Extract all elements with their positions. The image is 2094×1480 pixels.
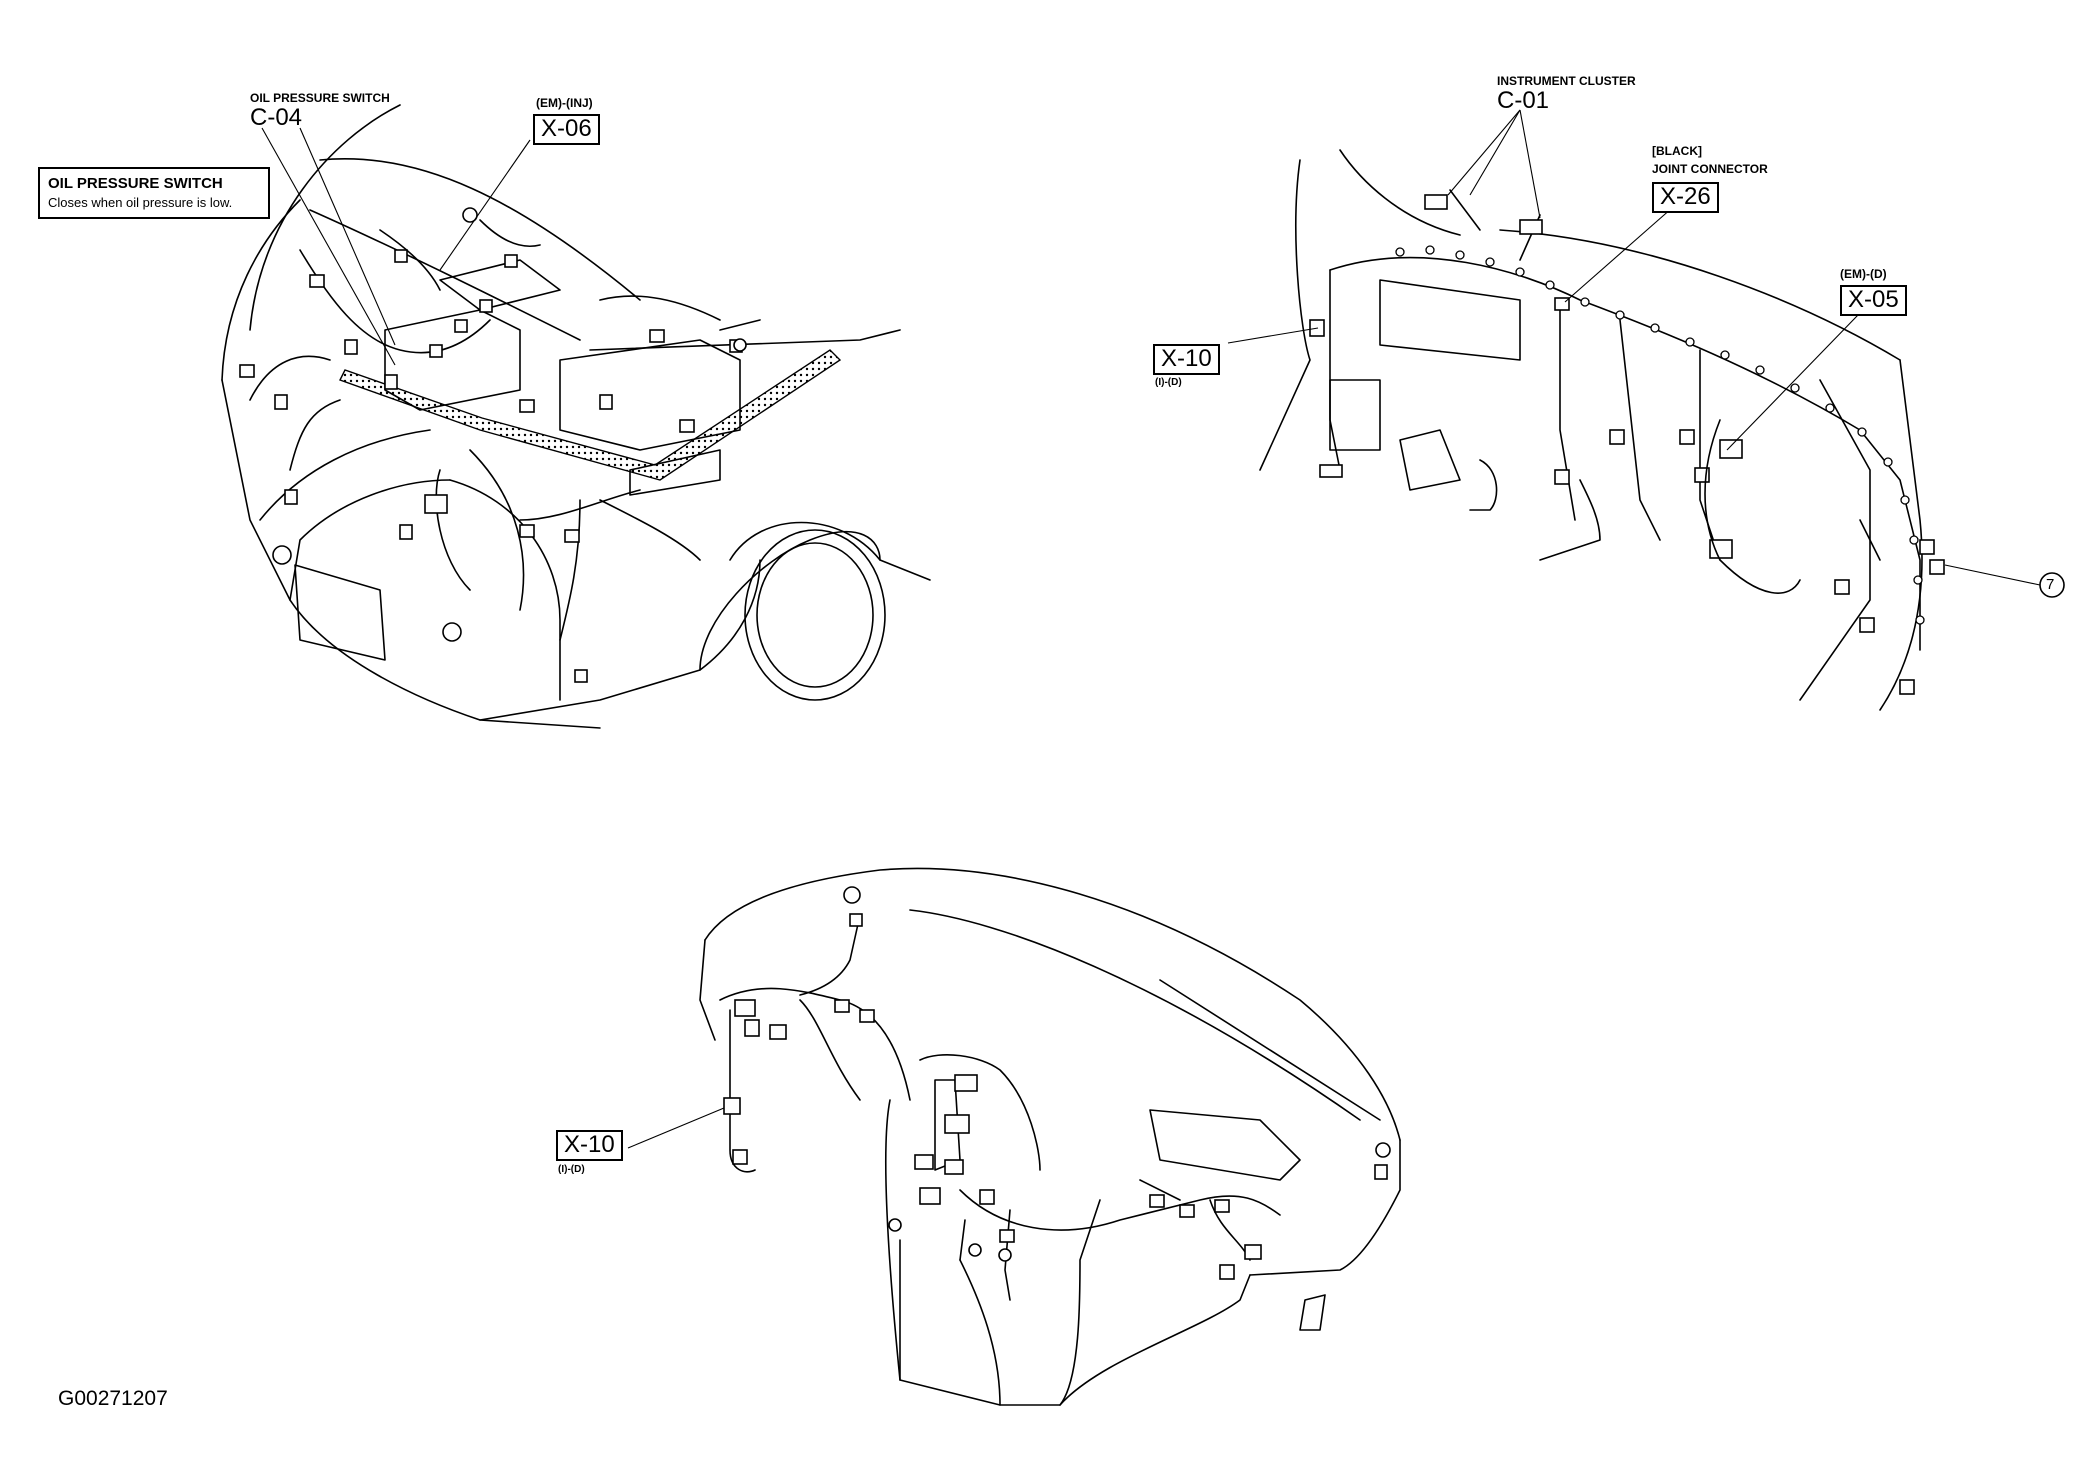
callout-7: 7 [2046, 576, 2055, 593]
panel-i-d-connector-code: X-10 [556, 1130, 623, 1161]
panel-i-d-label: (I)-(D) [558, 1164, 585, 1175]
oil-pressure-switch-label: OIL PRESSURE SWITCH [250, 91, 390, 105]
cabin-harness-view [1227, 109, 2065, 711]
cabin-i-d-label: (I)-(D) [1155, 377, 1182, 388]
joint-connector-label: JOINT CONNECTOR [1652, 162, 1768, 176]
engine-compartment-view [221, 104, 931, 729]
joint-connector-code: X-26 [1652, 182, 1719, 213]
em-d-label: (EM)-(D) [1840, 267, 1887, 281]
harness-bead-row [1395, 245, 1925, 625]
em-inj-connector-code: X-06 [533, 114, 600, 145]
oil-pressure-switch-code: C-04 [250, 104, 303, 131]
oil-pressure-switch-note: OIL PRESSURE SWITCH Closes when oil pres… [38, 167, 270, 220]
instrument-cluster-label: INSTRUMENT CLUSTER [1497, 74, 1636, 88]
figure-id: G00271207 [58, 1387, 168, 1410]
em-inj-label: (EM)-(INJ) [536, 96, 593, 110]
em-d-connector-code: X-05 [1840, 285, 1907, 316]
note-text: Closes when oil pressure is low. [48, 195, 233, 210]
instrument-cluster-code: C-01 [1497, 87, 1550, 114]
note-title: OIL PRESSURE SWITCH [48, 175, 223, 192]
joint-connector-color: [BLACK] [1652, 144, 1702, 158]
cabin-i-d-connector-code: X-10 [1153, 344, 1220, 375]
instrument-panel-view [627, 867, 1401, 1406]
